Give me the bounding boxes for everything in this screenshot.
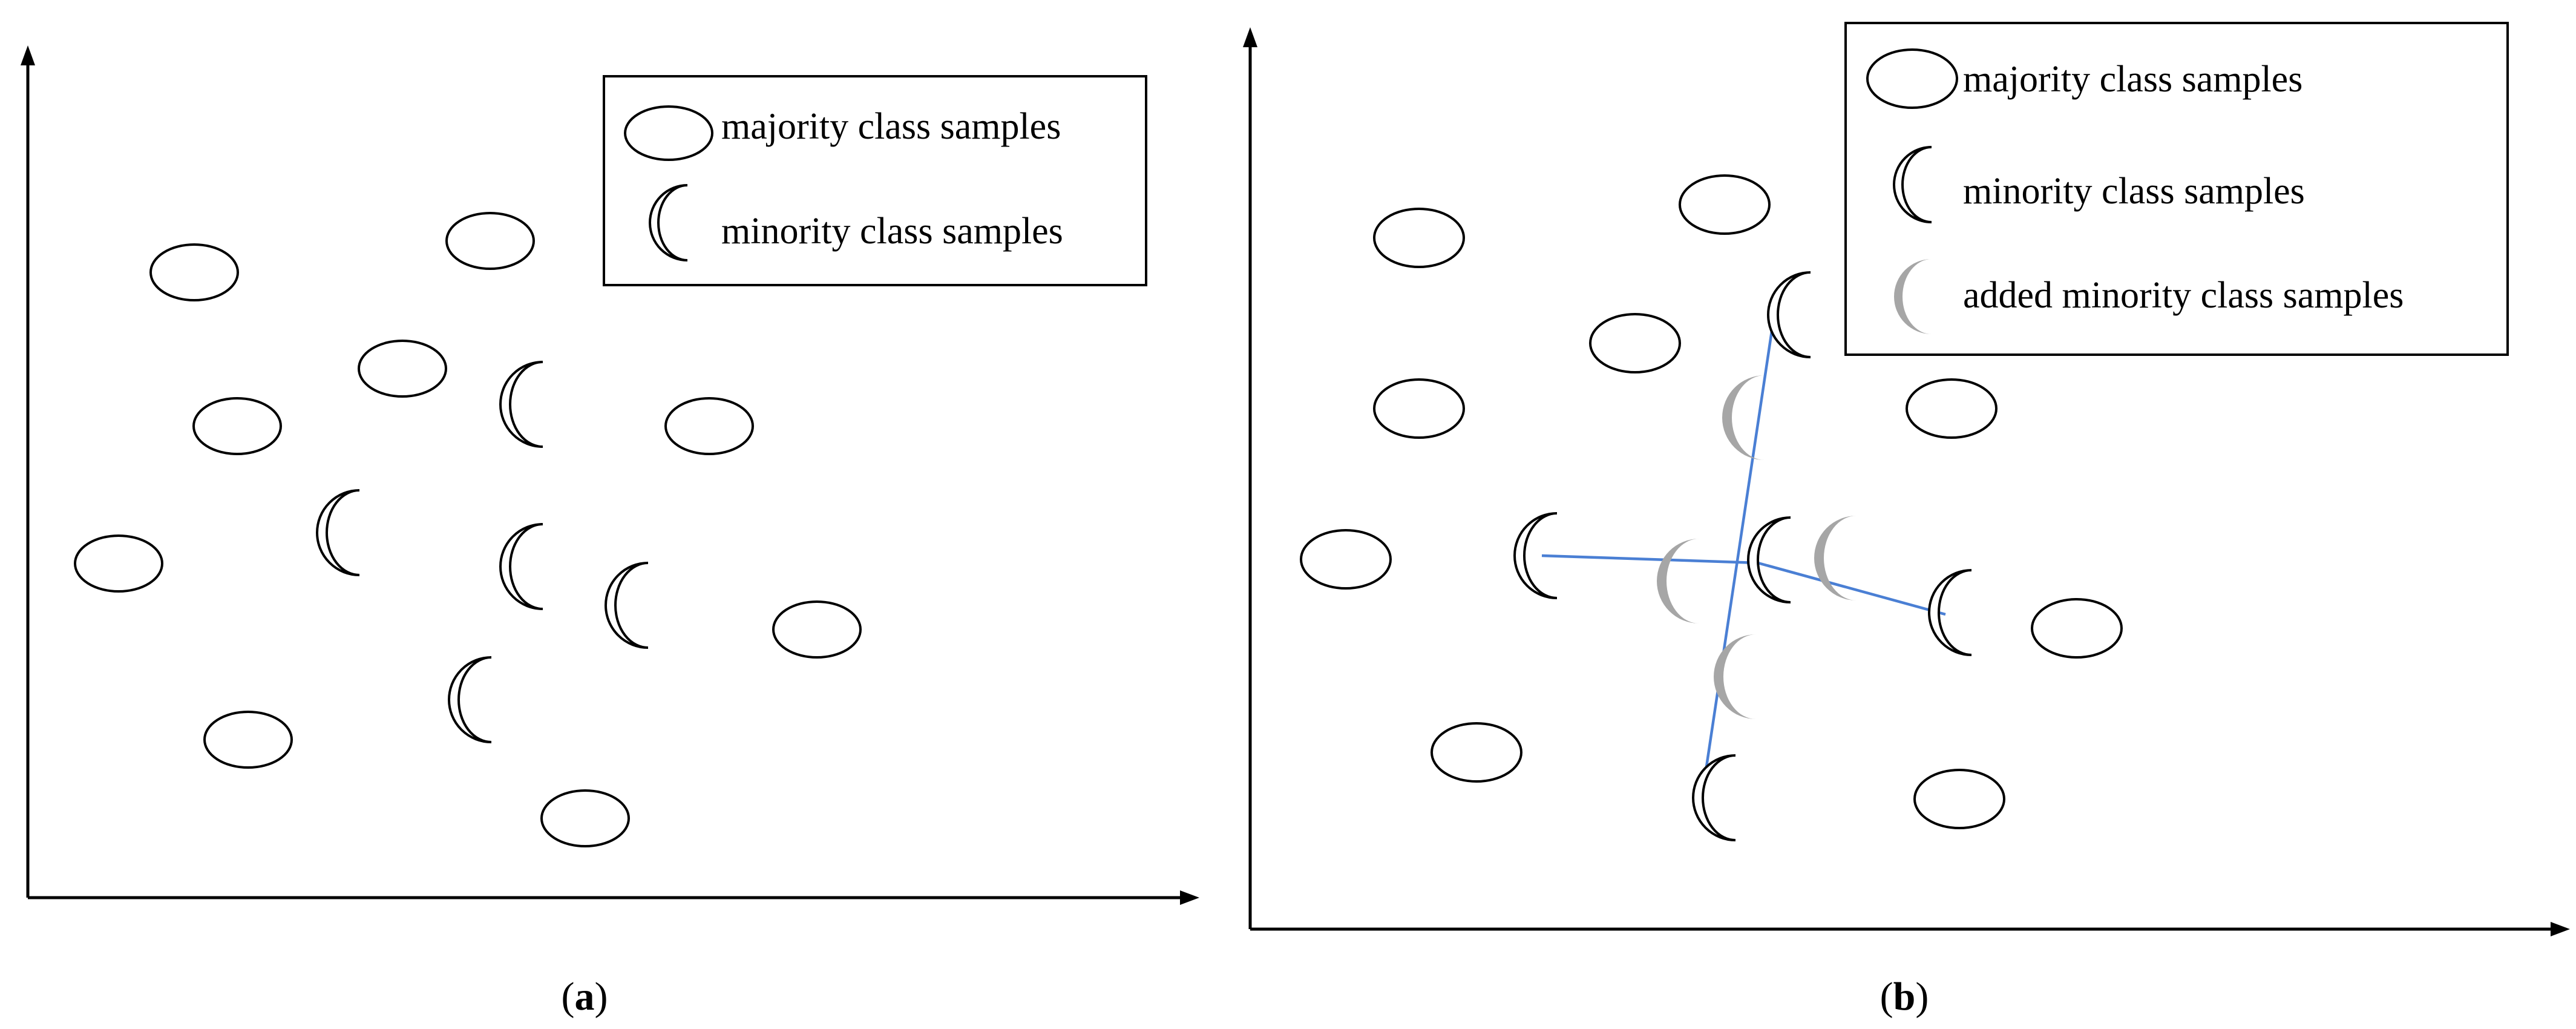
- minority-sample: [1928, 569, 1973, 656]
- panel-b-y-axis-arrow: [1243, 27, 1257, 47]
- panel-a: majority class samples minority class sa…: [21, 45, 1199, 1019]
- panel-a-legend-minority-label: minority class samples: [721, 211, 1063, 252]
- majority-sample: [2031, 598, 2123, 659]
- panel-a-caption: (a): [562, 975, 608, 1019]
- majority-sample: [1431, 722, 1522, 783]
- interpolation-line: [1541, 554, 1758, 565]
- majority-sample: [203, 711, 293, 769]
- panel-b-interpolation-lines: [1541, 314, 1946, 800]
- majority-sample: [1373, 208, 1465, 268]
- majority-sample: [1906, 378, 1998, 439]
- panel-a-minority-samples: [316, 361, 649, 743]
- minority-sample: [1692, 754, 1737, 841]
- majority-sample: [74, 534, 163, 593]
- majority-sample: [1373, 378, 1465, 439]
- majority-class-ellipse-icon: [1866, 48, 1958, 109]
- minority-sample: [316, 489, 361, 576]
- panel-b-caption: (b): [1880, 975, 1929, 1019]
- majority-sample: [772, 600, 862, 659]
- minority-sample: [1767, 271, 1812, 358]
- majority-class-ellipse-icon: [624, 105, 713, 161]
- majority-sample: [540, 789, 630, 847]
- majority-sample: [358, 340, 447, 398]
- majority-sample: [1913, 769, 2005, 829]
- minority-sample: [605, 562, 649, 649]
- minority-sample: [499, 523, 544, 610]
- minority-sample: [1747, 516, 1792, 603]
- panel-a-majority-samples: [74, 212, 862, 847]
- majority-sample: [1589, 313, 1681, 373]
- added-minority-sample: [1657, 539, 1699, 623]
- panel-b-axes: [1243, 27, 2570, 936]
- panel-b-x-axis-arrow: [2551, 922, 2570, 936]
- panel-a-x-axis-arrow: [1180, 890, 1199, 905]
- added-minority-sample: [1714, 634, 1756, 719]
- panel-b-legend: majority class samples minority class sa…: [1844, 22, 2509, 356]
- panel-b-majority-samples: [1300, 174, 2123, 829]
- majority-sample: [1300, 529, 1392, 590]
- panel-b: majority class samples minority class sa…: [1243, 22, 2570, 1019]
- panel-a-axes: [21, 45, 1199, 905]
- panel-a-y-axis-arrow: [21, 45, 35, 65]
- minority-sample: [499, 361, 544, 448]
- majority-sample: [664, 397, 754, 455]
- majority-sample: [192, 397, 282, 455]
- majority-sample: [149, 243, 239, 301]
- panel-b-legend-added-label: added minority class samples: [1963, 275, 2404, 316]
- minority-sample: [448, 656, 493, 743]
- panel-a-legend: majority class samples minority class sa…: [603, 75, 1147, 286]
- majority-sample: [1679, 174, 1771, 235]
- interpolation-line: [1757, 561, 1946, 616]
- panel-b-legend-minority-label: minority class samples: [1963, 171, 2305, 212]
- majority-sample: [445, 212, 535, 270]
- panel-b-legend-majority-label: majority class samples: [1963, 59, 2302, 100]
- panel-a-legend-majority-label: majority class samples: [721, 106, 1061, 147]
- interpolation-line: [1700, 314, 1776, 800]
